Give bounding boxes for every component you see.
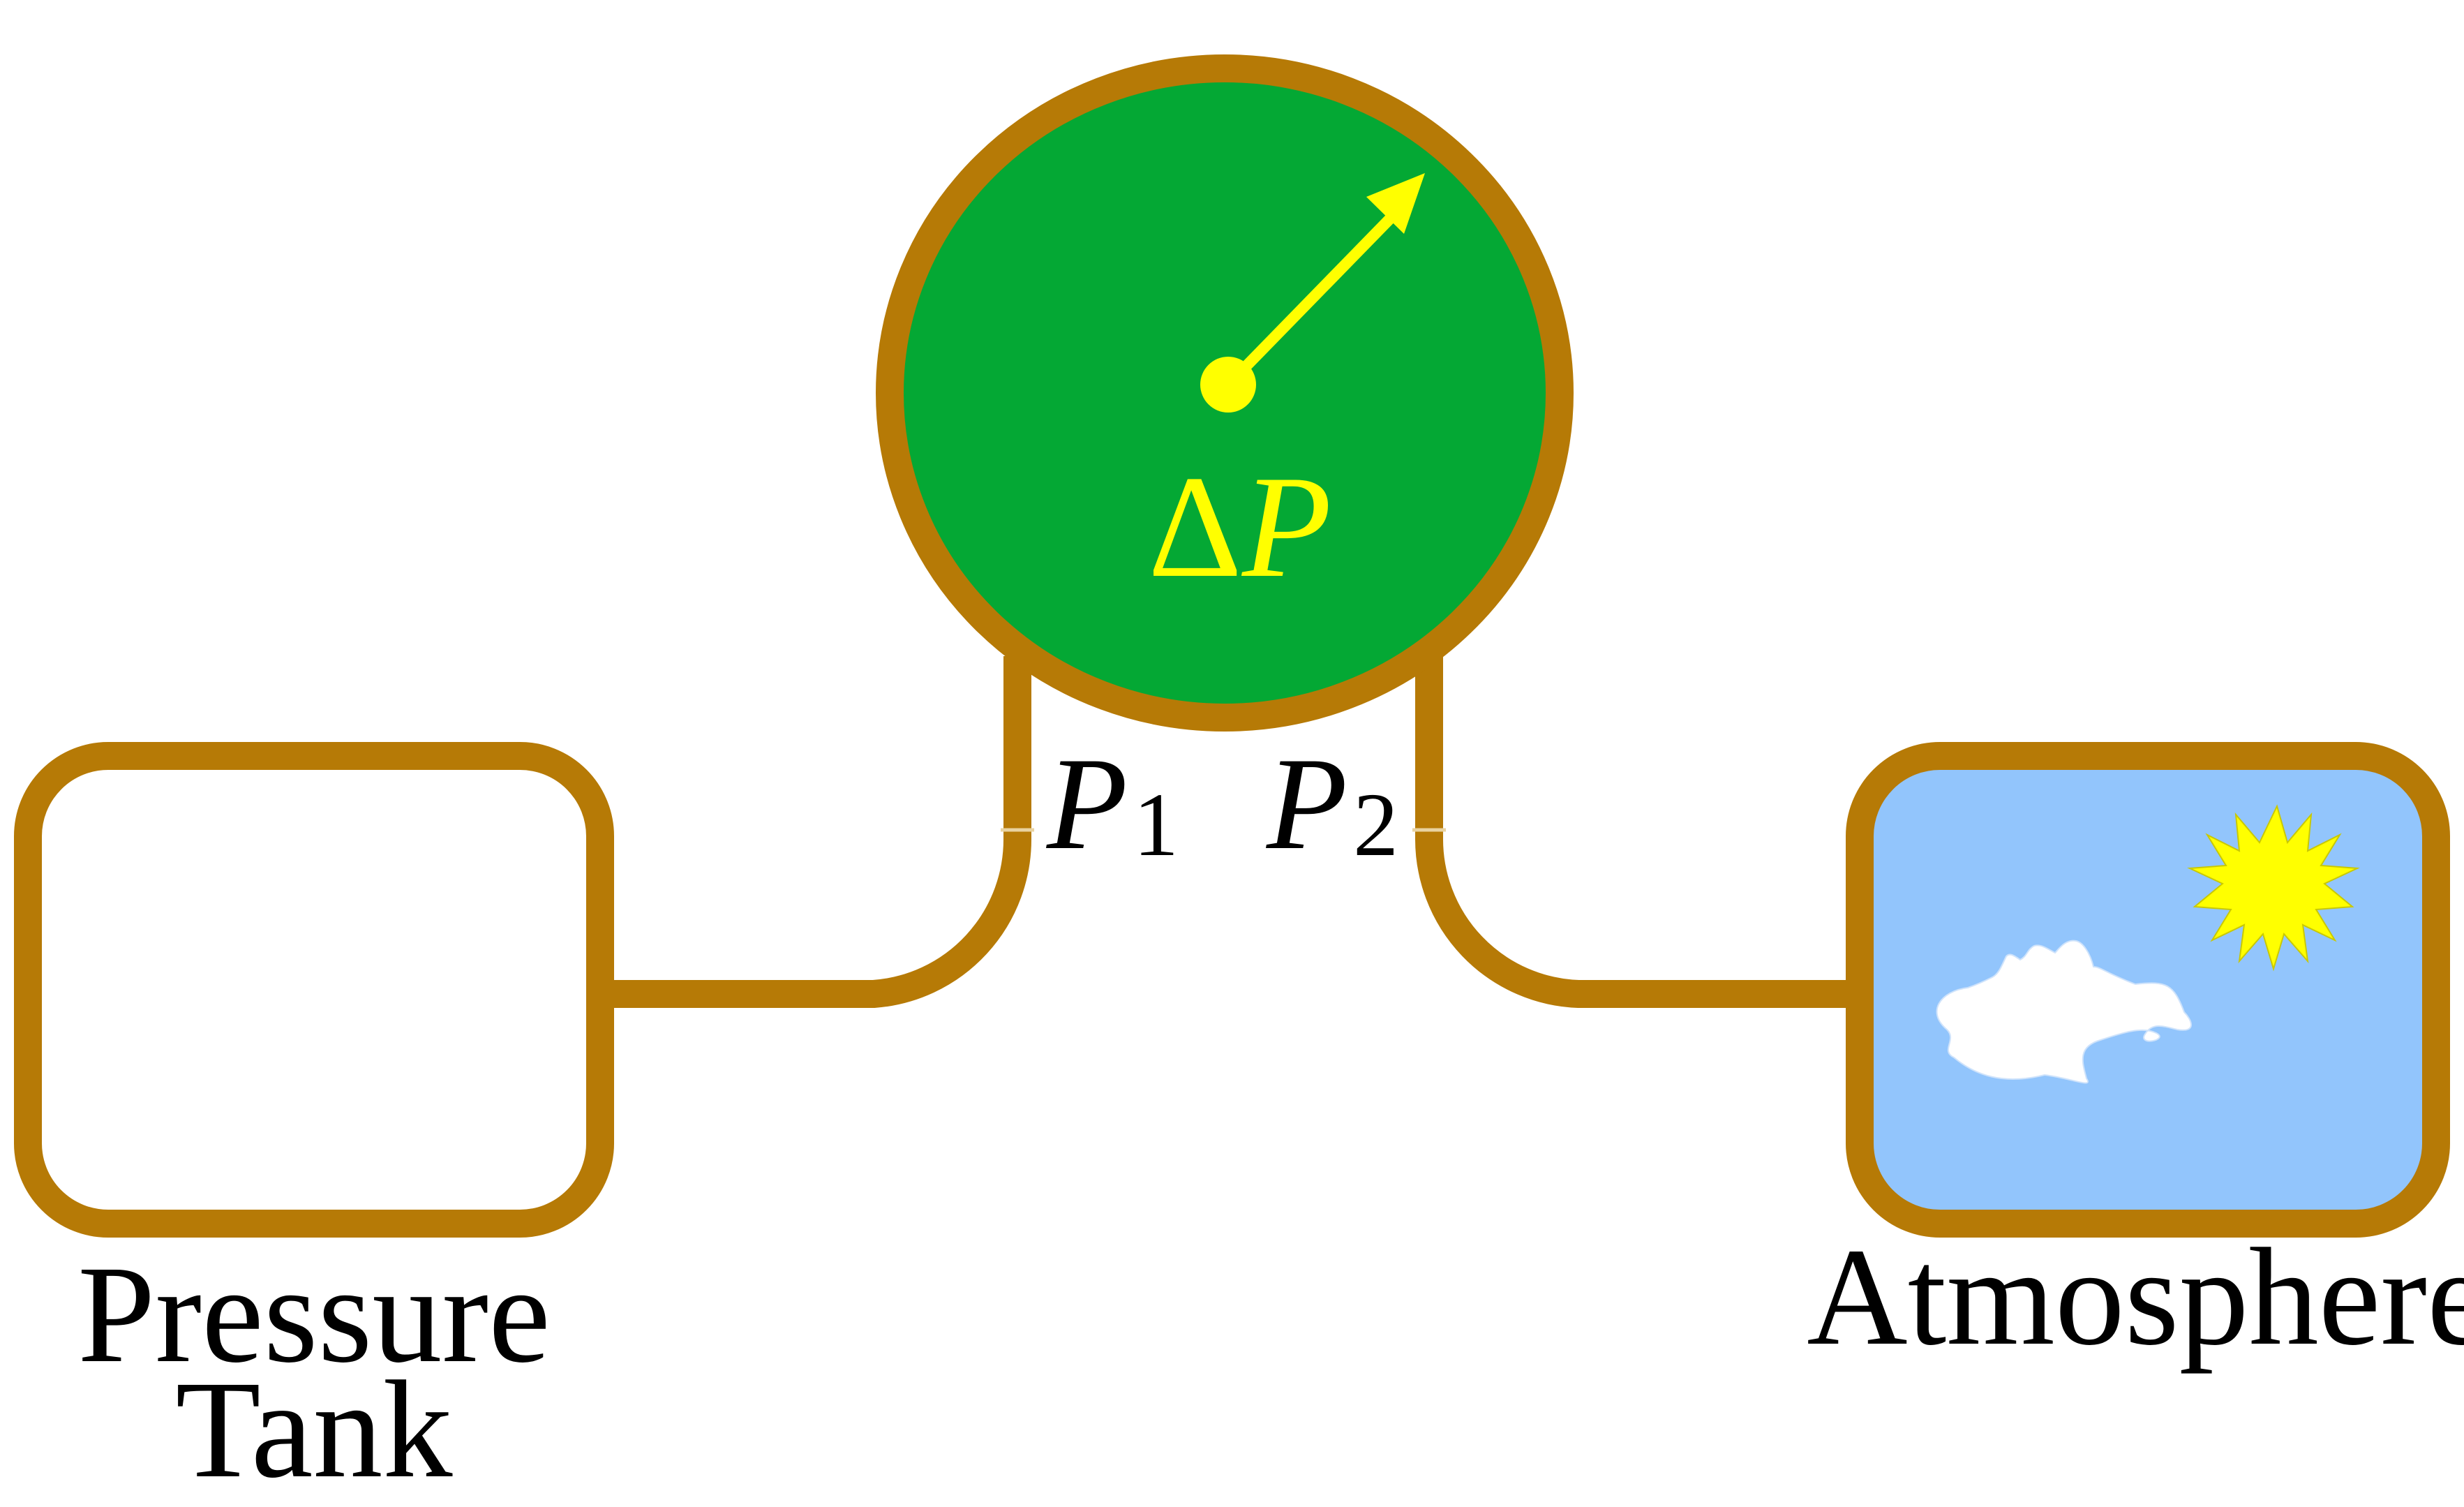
- p1-label-subscript: 1: [1133, 775, 1179, 875]
- pressure-tank-box: [14, 742, 614, 1238]
- pressure-tank-label-line2: Tank: [176, 1353, 453, 1507]
- cloud-icon: [1936, 940, 2192, 1084]
- gauge-label-delta: Δ: [1148, 446, 1242, 608]
- p1-label: P1: [1045, 731, 1179, 877]
- p2-label-subscript: 2: [1353, 775, 1398, 875]
- p1-label-main: P: [1045, 731, 1128, 877]
- gauge-needle-pivot: [1200, 357, 1256, 413]
- gauge-needle: [1223, 207, 1401, 390]
- gauge-label: ΔP: [1148, 446, 1331, 608]
- gauge-label-p: P: [1241, 446, 1331, 608]
- atmosphere-label: Atmosphere: [1807, 1220, 2464, 1374]
- sun-icon: [2187, 804, 2360, 972]
- gauge-needle-arrowhead: [1366, 173, 1425, 234]
- pressure-tank-label-line1: Pressure: [77, 1238, 551, 1392]
- p2-label: P2: [1265, 731, 1398, 877]
- right-pipe: [1414, 656, 1860, 1008]
- left-pipe: [600, 656, 1032, 1008]
- p2-label-main: P: [1265, 731, 1347, 877]
